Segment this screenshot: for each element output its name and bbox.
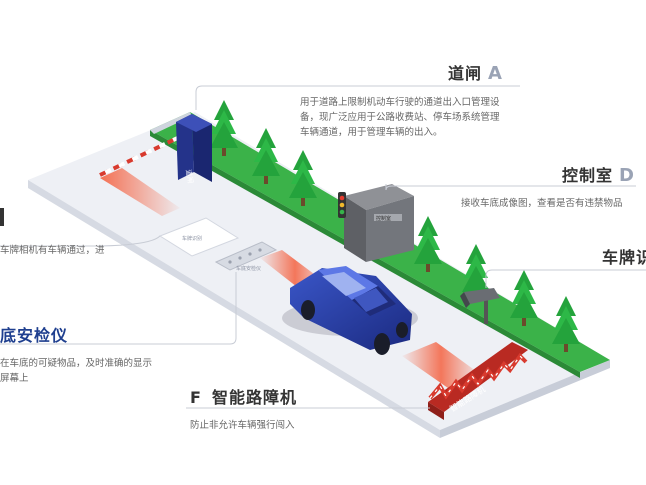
barrier-title: 智能路障机 <box>211 388 297 407</box>
control-box-text: 控制室 <box>376 215 391 222</box>
tree <box>210 100 238 156</box>
left-top-description: 车牌相机有车辆通过，进 <box>0 243 105 258</box>
gate-pole-text: 道闸 <box>184 169 195 184</box>
tree <box>462 244 490 300</box>
gate-desc-line: 备，现广泛应用于公路收费站、停车场系统管理 <box>300 112 500 123</box>
scan-plate-text: 车底安检仪 <box>236 265 261 272</box>
glow-front <box>402 342 480 388</box>
tree <box>252 128 280 184</box>
gate-description: 用于道路上限制机动车行驶的通道出入口管理设 备，现广泛应用于公路收费站、停车场系… <box>300 95 500 140</box>
plate-title: 车牌识 <box>602 248 646 267</box>
gate-label: 道闸 A <box>448 60 502 84</box>
leader-left-top <box>0 235 161 247</box>
left-title-fragment <box>0 208 4 226</box>
gate-title: 道闸 <box>448 64 483 83</box>
control-room-box: 控制室 <box>338 184 414 262</box>
leader-lines <box>0 85 646 409</box>
tree <box>510 270 538 326</box>
glow-left <box>100 168 180 216</box>
plate-label: 车牌识 <box>602 244 646 268</box>
under-desc-line: 屏幕上 <box>0 373 29 384</box>
leader-under <box>0 272 237 345</box>
leader-control <box>385 184 636 191</box>
barrier-label: F 智能路障机 <box>190 384 297 408</box>
gate-desc-line: 用于道路上限制机动车行驶的通道出入口管理设 <box>300 97 500 108</box>
trees <box>210 100 580 352</box>
barrier-letter: F <box>190 388 202 407</box>
control-desc-line: 接收车底成像图，查看是否有违禁物品 <box>461 198 623 209</box>
under-label: 底安检仪 <box>0 322 68 346</box>
plate-recognition-pad: 车牌识别 <box>158 217 240 257</box>
under-description: 在车底的可疑物品，及时准确的显示 屏幕上 <box>0 356 152 386</box>
control-description: 接收车底成像图，查看是否有违禁物品 <box>461 196 623 211</box>
tree <box>552 296 580 352</box>
control-label: 控制室 D <box>562 162 634 186</box>
left-top-desc-line: 车牌相机有车辆通过，进 <box>0 245 105 256</box>
under-title: 底安检仪 <box>0 326 69 345</box>
control-title: 控制室 <box>562 166 614 185</box>
under-desc-line: 在车底的可疑物品，及时准确的显示 <box>0 358 153 369</box>
barrier-gate: 道闸 <box>99 114 212 184</box>
gate-desc-line: 车辆通道，用于管理车辆的出入。 <box>300 127 443 138</box>
control-letter: D <box>619 165 634 186</box>
barrier-desc-line: 防止非允许车辆强行闯入 <box>190 420 295 431</box>
barrier-description: 防止非允许车辆强行闯入 <box>190 418 295 433</box>
tree <box>289 150 317 206</box>
gate-letter: A <box>488 63 502 84</box>
plate-camera <box>460 288 500 324</box>
leader-gate <box>195 85 520 110</box>
plate-pad-text: 车牌识别 <box>182 235 202 242</box>
car <box>282 266 418 355</box>
tree <box>414 216 442 272</box>
undercarriage-scanner-plate: 车底安检仪 <box>214 241 278 272</box>
leader-plate <box>485 269 646 288</box>
